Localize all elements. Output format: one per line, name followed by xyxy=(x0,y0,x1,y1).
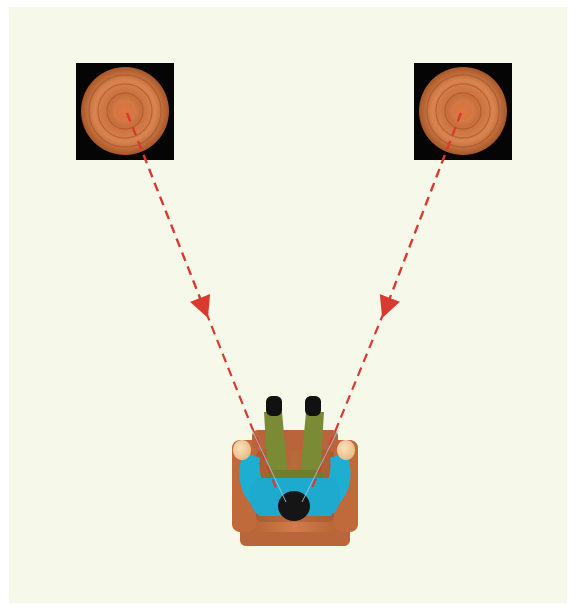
shoe xyxy=(305,396,321,416)
shoe xyxy=(266,396,282,416)
speaker-icon xyxy=(419,67,507,155)
speaker-icon xyxy=(81,67,169,155)
left-sound-path-upper xyxy=(125,112,211,319)
hand xyxy=(337,440,355,460)
listener xyxy=(233,396,355,521)
right-speaker xyxy=(414,63,512,160)
head xyxy=(278,491,310,521)
left-speaker xyxy=(76,63,174,160)
inner-ear-path xyxy=(251,429,287,503)
sound-paths xyxy=(125,112,463,503)
left-sound-path-lower xyxy=(204,311,278,489)
hand xyxy=(233,440,251,460)
legs xyxy=(264,412,288,478)
inner-ear-path xyxy=(301,429,339,503)
right-sound-path-upper xyxy=(379,112,463,319)
legs xyxy=(300,412,324,478)
seated-person-icon xyxy=(233,396,355,521)
